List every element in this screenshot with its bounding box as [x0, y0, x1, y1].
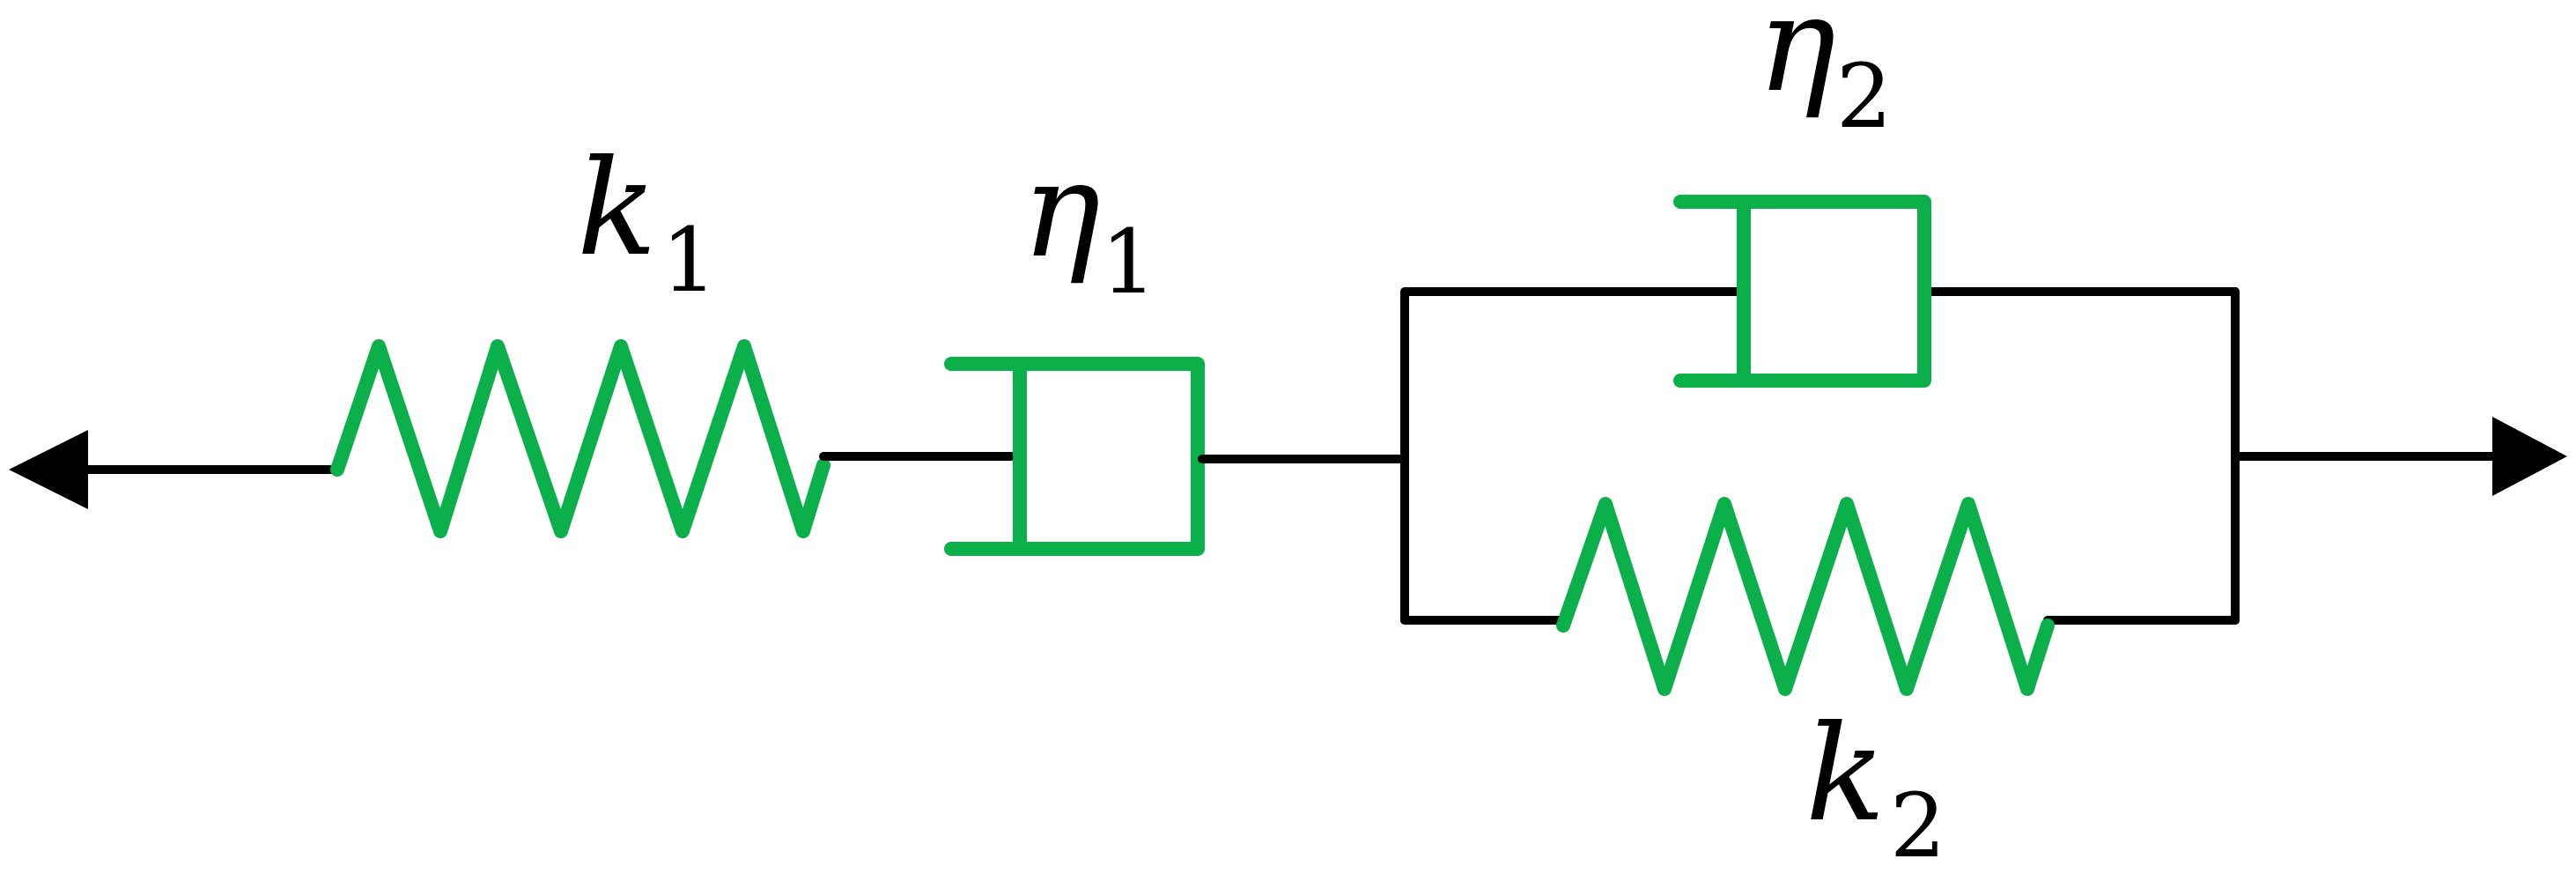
spring-k2 [1556, 497, 2055, 696]
right-arrowhead [2492, 417, 2567, 496]
left-arrow [9, 430, 342, 509]
label-eta1-subscript: 1 [1101, 211, 1157, 314]
label-k2: k2 [1805, 698, 1946, 877]
label-eta2-subscript: 2 [1836, 45, 1893, 148]
dashpot-eta1 [944, 357, 1205, 556]
label-eta2-symbol: η [1757, 0, 1836, 122]
label-eta1: η1 [1022, 134, 1157, 314]
right-arrow [2231, 417, 2567, 496]
label-eta1-symbol: η [1022, 134, 1101, 287]
dashpot-eta1-cylinder [944, 357, 1205, 556]
label-k2-symbol: k [1805, 698, 1886, 851]
label-eta2: η2 [1757, 0, 1893, 148]
dashpot-eta2-cylinder [1673, 195, 1931, 388]
left-arrowhead [9, 430, 88, 509]
label-k2-subscript: 2 [1890, 774, 1946, 877]
dashpot-eta2 [1673, 195, 1931, 388]
spring-k1 [330, 339, 830, 538]
label-k1-subscript: 1 [661, 209, 718, 312]
label-k1: k1 [577, 132, 718, 312]
label-k1-symbol: k [577, 132, 657, 285]
